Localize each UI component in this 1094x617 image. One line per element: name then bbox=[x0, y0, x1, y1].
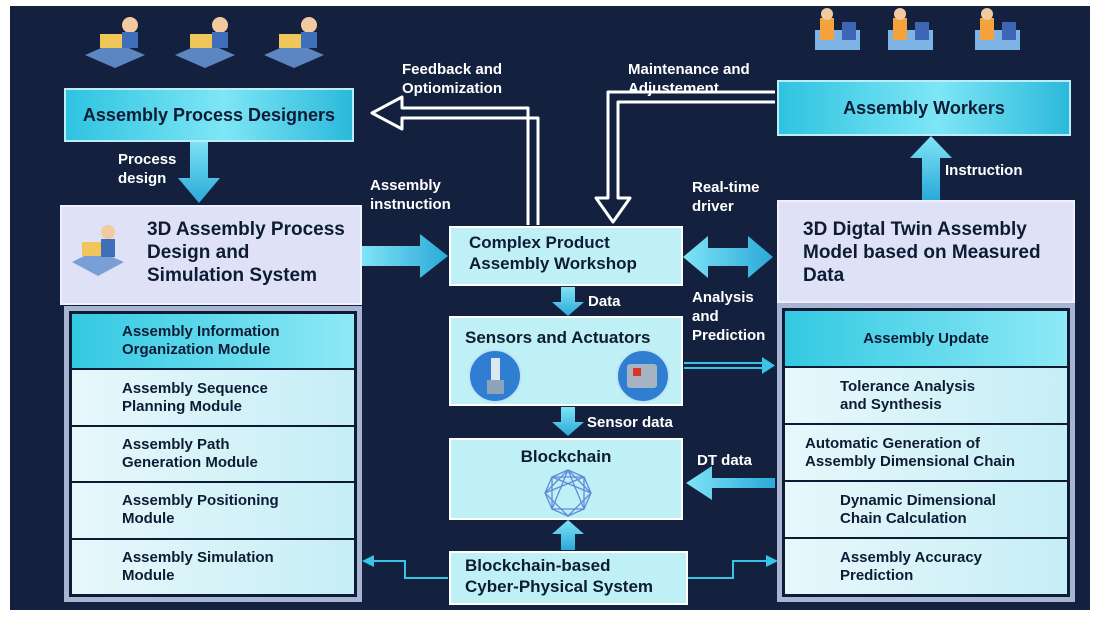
blockchain-network-icon bbox=[544, 469, 592, 517]
sensor-data-label: Sensor data bbox=[587, 414, 673, 431]
data-label: Data bbox=[588, 293, 621, 310]
connector-cps-right bbox=[688, 560, 768, 579]
actuator-icon bbox=[616, 349, 670, 403]
blockchain-box: Blockchain bbox=[449, 438, 683, 520]
worker-icon bbox=[975, 8, 1020, 50]
designer-icon bbox=[72, 225, 124, 276]
list-item: Assembly Update bbox=[785, 311, 1067, 366]
left-panel-title: 3D Assembly Process Design and Simulatio… bbox=[147, 219, 345, 286]
arrow-cps-to-blockchain bbox=[552, 520, 584, 550]
right-digital-twin-panel bbox=[777, 200, 1075, 303]
arrow-realtime-driver bbox=[683, 236, 773, 278]
arrow-data bbox=[552, 287, 584, 316]
arrow-process-design bbox=[178, 140, 220, 203]
connector-cps-left bbox=[372, 560, 448, 579]
instruction-label: Instruction bbox=[945, 162, 1023, 179]
workshop-box: Complex Product Assembly Workshop bbox=[449, 226, 683, 286]
assembly-workers-box: Assembly Workers bbox=[777, 80, 1071, 136]
designer-icons bbox=[85, 8, 1020, 68]
arrow-sensor-data bbox=[552, 407, 584, 436]
worker-icon bbox=[888, 8, 933, 50]
dt-data-label: DT data bbox=[697, 452, 753, 469]
arrow-dt-data bbox=[686, 466, 775, 500]
arrow-maintenance bbox=[594, 90, 775, 224]
designer-icon bbox=[264, 17, 324, 68]
sensor-icon bbox=[468, 349, 522, 403]
arrow-feedback bbox=[370, 95, 540, 225]
arrow-instruction bbox=[910, 136, 952, 200]
right-panel-title: 3D Digtal Twin Assembly Model based on M… bbox=[803, 219, 1041, 286]
arrow-assembly-instruction bbox=[362, 234, 448, 278]
assembly-process-designers-box: Assembly Process Designers bbox=[64, 88, 354, 142]
sensors-actuators-box: Sensors and Actuators bbox=[449, 316, 683, 406]
designer-icon bbox=[175, 17, 235, 68]
designer-icon bbox=[85, 17, 145, 68]
worker-icon bbox=[815, 8, 860, 50]
cps-box: Blockchain-based Cyber-Physical System bbox=[449, 551, 688, 605]
